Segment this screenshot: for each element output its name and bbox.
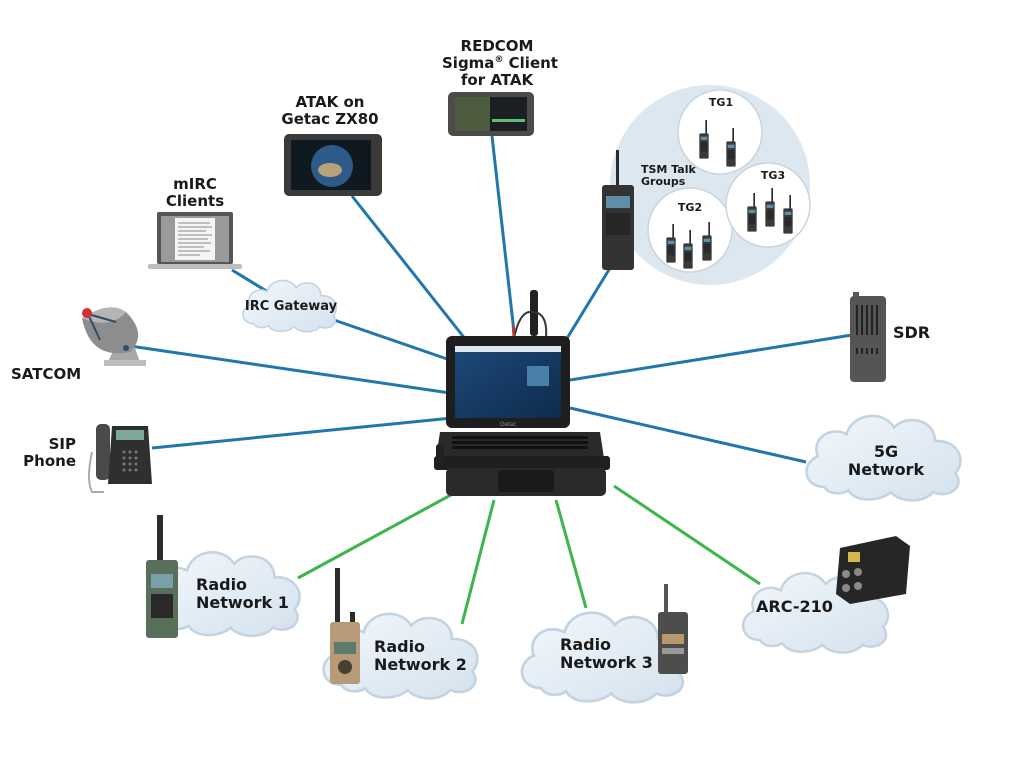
hub-brand-text: Getac — [500, 422, 516, 428]
link-mirc — [231, 268, 269, 294]
tsm-radio-icon — [602, 150, 634, 270]
sip-phone-icon — [88, 424, 152, 493]
irc-gateway-label: IRC Gateway — [244, 299, 338, 314]
sdr-radio-icon — [850, 292, 886, 382]
links-layer — [129, 135, 853, 625]
redcom-label: REDCOM Sigma® Client for ATAK — [442, 37, 558, 89]
tsm-talkgroup-area — [610, 85, 811, 285]
radio-net-3-radio-icon — [658, 584, 688, 674]
talkgroup-tg1-circle — [677, 89, 763, 175]
link-radio-net-1 — [297, 488, 461, 580]
sip-phone-label: SIP Phone — [23, 435, 76, 470]
tg1-label: TG1 — [708, 96, 734, 109]
redcom-tablet-icon — [448, 92, 534, 136]
link-irc-gateway — [333, 318, 451, 362]
radio-net-3-label: Radio Network 3 — [560, 635, 653, 672]
sdr-label: SDR — [893, 323, 931, 342]
link-arc210 — [613, 484, 761, 586]
radio-net-2-radio-icon — [330, 568, 360, 684]
link-sdr — [569, 333, 853, 382]
redcom-label-line1: REDCOM — [460, 37, 534, 55]
arc210-radio-icon — [836, 536, 910, 604]
radio-net-2-label: Radio Network 2 — [374, 637, 467, 674]
link-5g — [569, 406, 807, 464]
tg3-label: TG3 — [760, 169, 786, 182]
tg2-label: TG2 — [677, 201, 703, 214]
link-sip-phone — [151, 416, 453, 450]
mirc-label: mIRC Clients — [165, 175, 225, 210]
mirc-laptop-icon — [148, 212, 242, 269]
redcom-label-line2: Sigma® Client — [442, 53, 558, 72]
satcom-dish-icon — [82, 307, 146, 366]
link-atak — [350, 195, 472, 346]
radio-net-1-radio-icon — [146, 515, 178, 638]
satcom-label: SATCOM — [11, 365, 82, 383]
link-tsm — [564, 267, 612, 341]
atak-label: ATAK on Getac ZX80 — [281, 93, 379, 128]
radio-net-1-label: Radio Network 1 — [196, 575, 289, 612]
arc210-label: ARC-210 — [756, 597, 833, 616]
link-radio-net-3 — [554, 499, 588, 609]
tsm-label: TSM Talk Groups — [641, 163, 696, 189]
redcom-label-line3: for ATAK — [460, 70, 534, 89]
link-satcom — [129, 344, 451, 395]
atak-tablet-icon — [284, 134, 382, 196]
hub-laptop-icon: Getac — [434, 290, 610, 496]
link-radio-net-2 — [460, 499, 496, 625]
5g-network-label: 5G Network — [847, 442, 925, 479]
link-redcom — [490, 135, 516, 333]
